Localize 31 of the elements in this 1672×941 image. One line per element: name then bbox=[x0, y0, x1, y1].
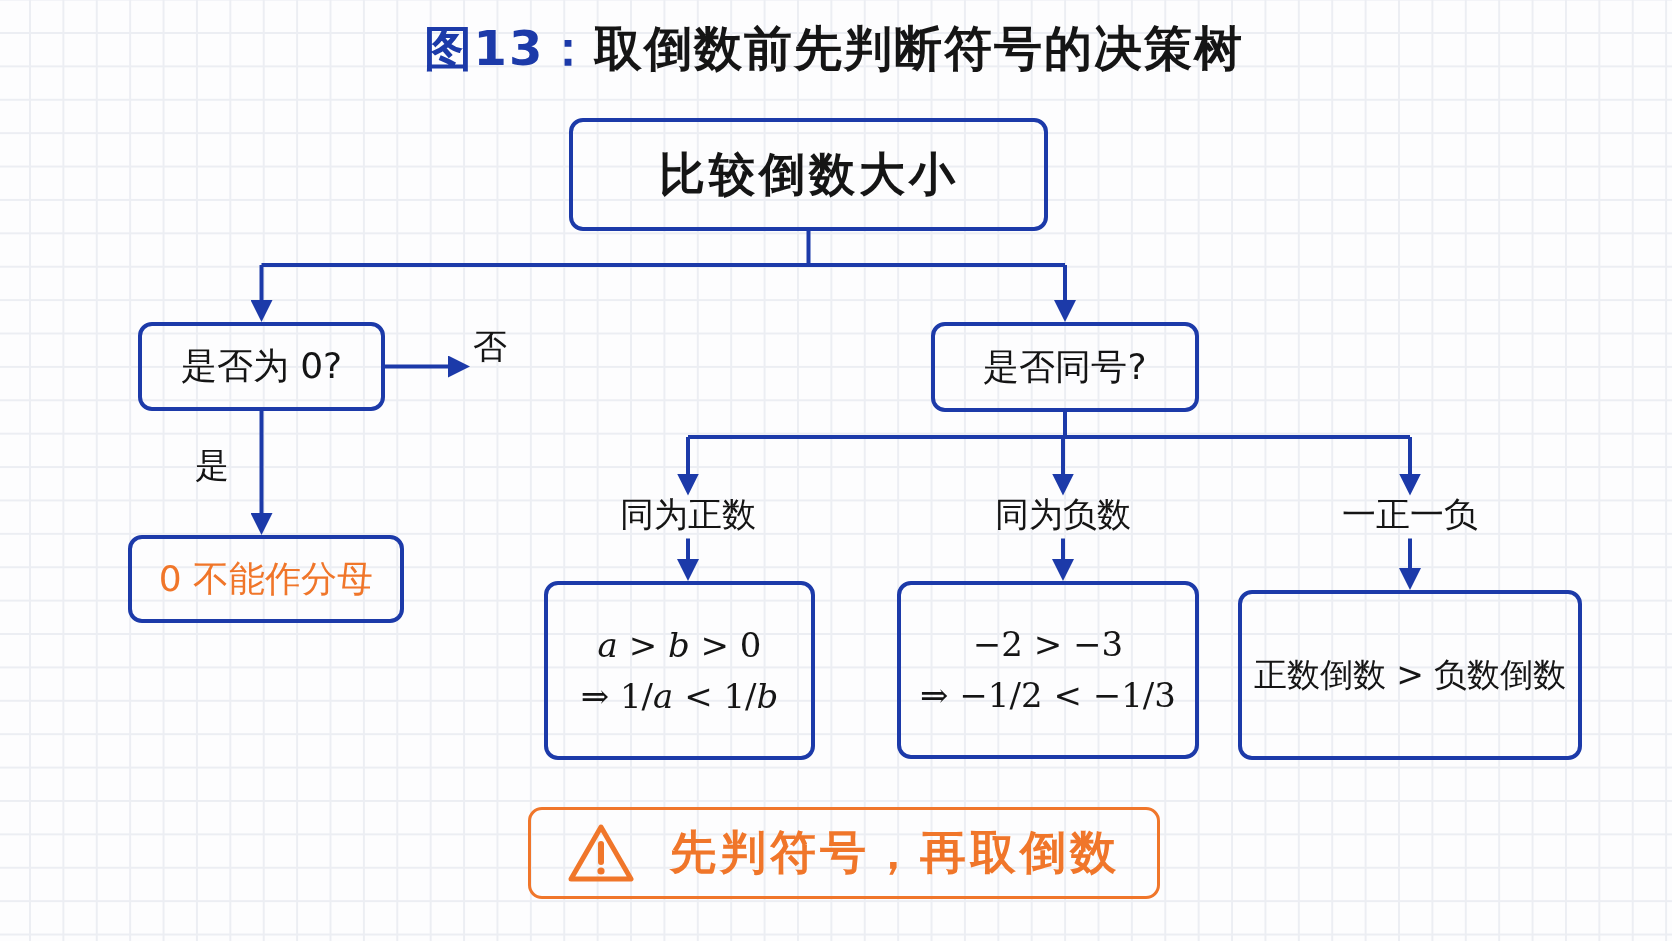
branch-label: 一正一负 bbox=[1342, 495, 1478, 535]
title: 图13：取倒数前先判断符号的决策树 bbox=[423, 20, 1245, 78]
formula-line: ⇒ 1/a < 1/b bbox=[580, 674, 779, 718]
arrow bbox=[1399, 437, 1421, 496]
arrow bbox=[250, 265, 273, 322]
warning-banner bbox=[528, 807, 1160, 899]
arrow bbox=[1052, 538, 1074, 581]
arrow bbox=[385, 355, 470, 378]
edge-label: 是 bbox=[195, 446, 229, 486]
arrow bbox=[677, 437, 699, 496]
connector-line bbox=[686, 410, 1412, 439]
branch-label: 否 bbox=[473, 327, 507, 367]
arrow bbox=[1399, 538, 1421, 590]
arrow bbox=[677, 538, 699, 581]
warning-text: 先判符号，再取倒数 bbox=[670, 824, 1120, 881]
branch-label: 同为负数 bbox=[995, 495, 1131, 535]
formula-line: a > b > 0 bbox=[597, 623, 762, 667]
arrow bbox=[250, 411, 273, 535]
arrow bbox=[1054, 265, 1076, 322]
result-box: 0 不能作分母 bbox=[128, 535, 404, 623]
connector-line bbox=[259, 229, 1067, 267]
arrow bbox=[1052, 437, 1074, 496]
result-box bbox=[897, 581, 1199, 759]
result-box bbox=[544, 581, 815, 760]
branch-label: 同为正数 bbox=[620, 495, 756, 535]
start-box: 比较倒数大小 bbox=[569, 118, 1048, 231]
decision-box: 是否为 0? bbox=[138, 322, 385, 411]
formula-line: −2 > −3 bbox=[972, 623, 1124, 666]
formula-line: ⇒ −1/2 < −1/3 bbox=[920, 674, 1176, 717]
result-box: 正数倒数 > 负数倒数 bbox=[1238, 590, 1582, 760]
decision-box: 是否同号? bbox=[931, 322, 1199, 412]
